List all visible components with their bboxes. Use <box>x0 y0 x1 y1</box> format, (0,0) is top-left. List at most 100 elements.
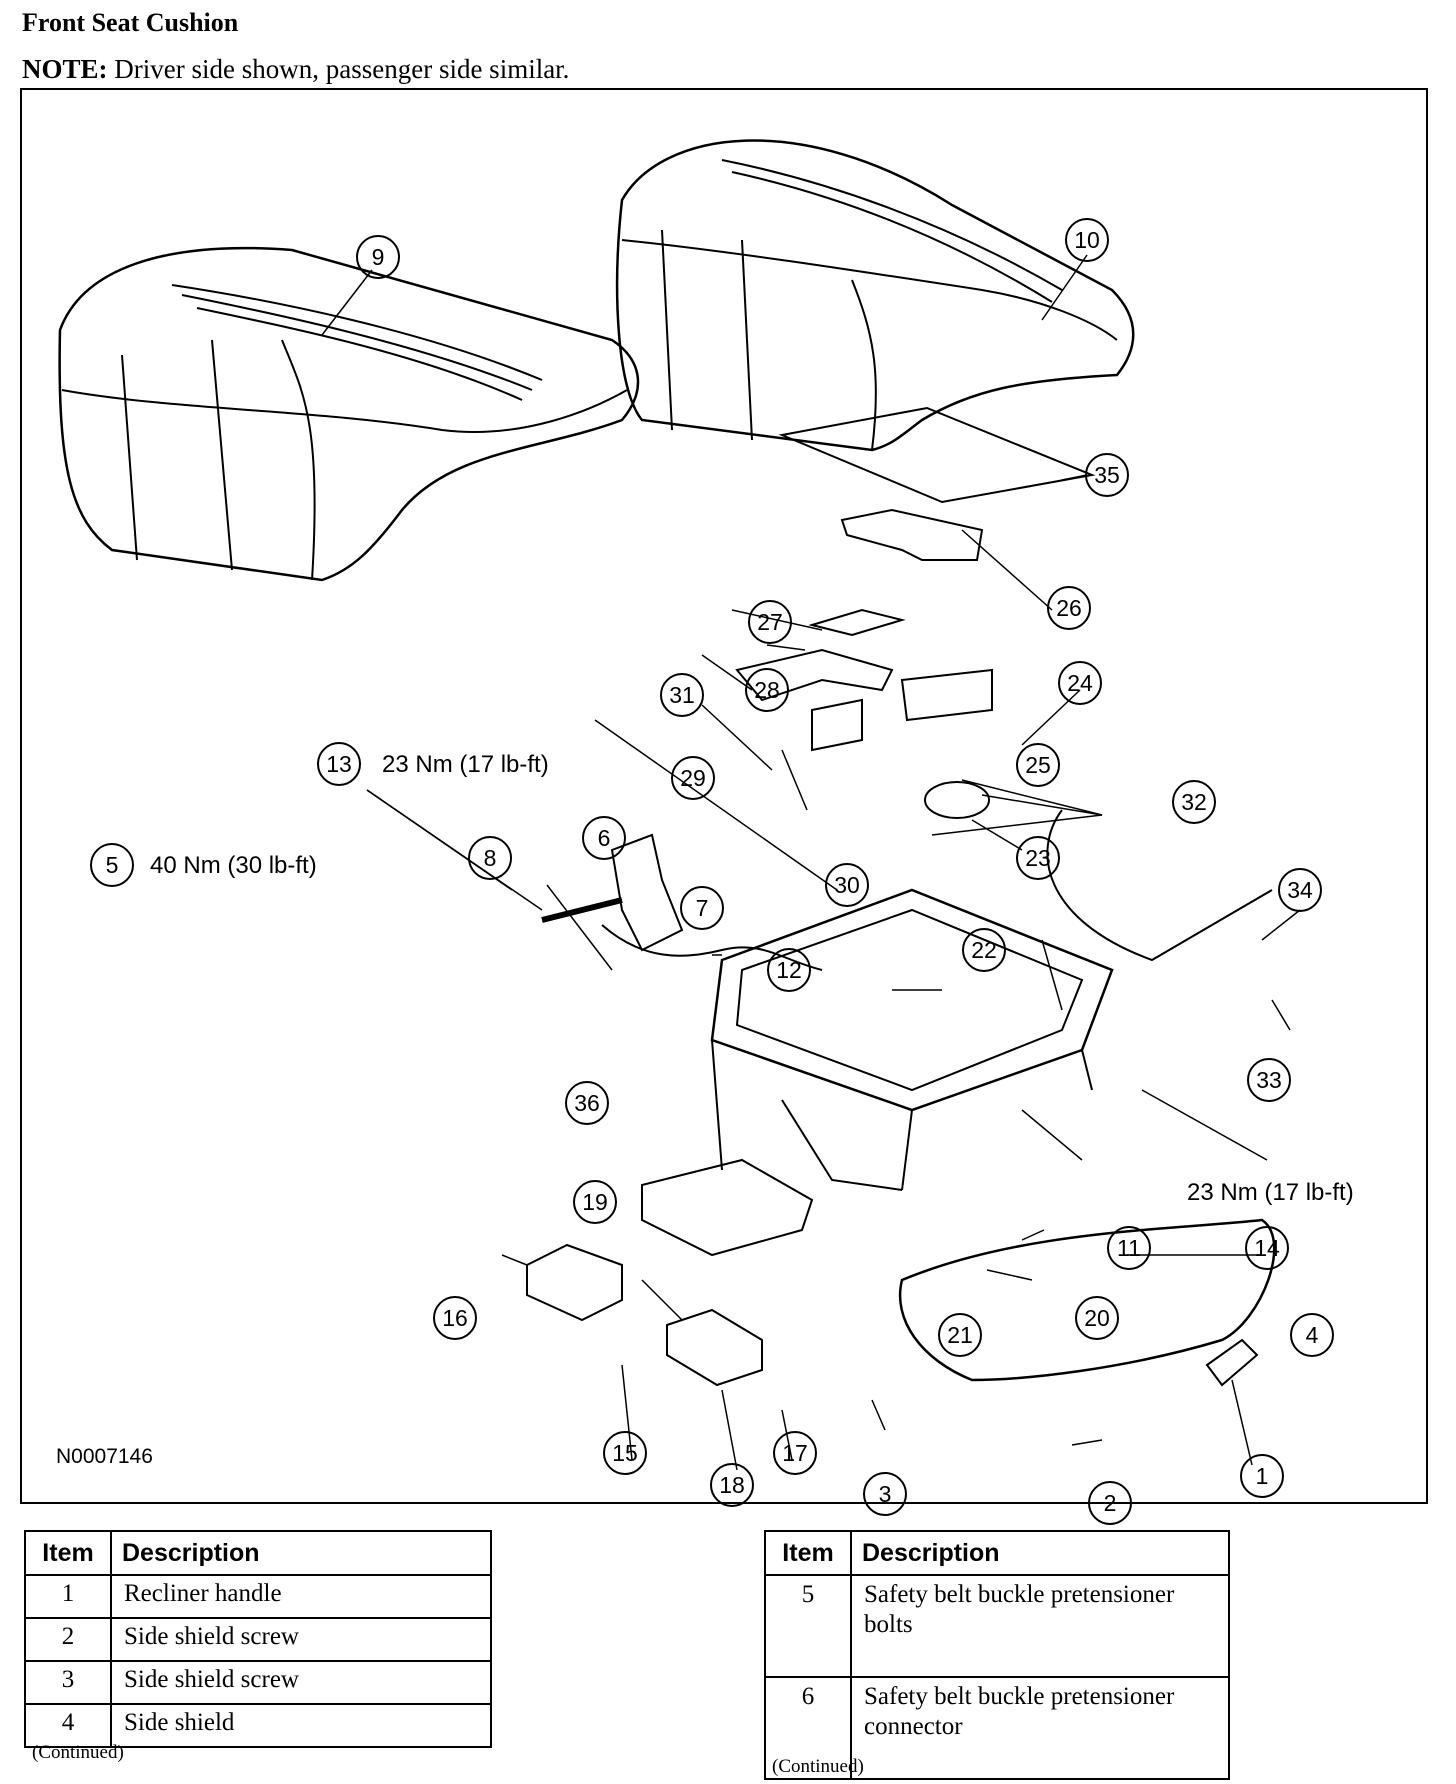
buckle-part-8 <box>610 833 684 952</box>
callout-23: 23 <box>1016 836 1060 880</box>
svg-text:28: 28 <box>754 677 780 703</box>
item-number: 6 <box>764 1676 852 1780</box>
callout-2: 2 <box>1088 1481 1132 1525</box>
callout-26: 26 <box>1047 586 1091 630</box>
exploded-diagram: 9 10 35 27 26 28 31 24 25 29 13 32 6 23 … <box>20 88 1428 1525</box>
callout-15: 15 <box>603 1431 647 1475</box>
callout-labels: 9 10 35 27 26 28 31 24 25 29 13 32 6 23 … <box>90 218 1334 1525</box>
svg-text:27: 27 <box>757 609 783 635</box>
seat-cushion-part-10 <box>615 139 1135 452</box>
pad-part-35 <box>778 406 1096 504</box>
svg-text:2: 2 <box>1104 1490 1117 1516</box>
wire-harness <box>601 924 823 971</box>
item-table-left: Item Description 1 Recliner handle 2 Sid… <box>24 1530 492 1748</box>
item-description: Side shield <box>110 1703 492 1748</box>
svg-text:9: 9 <box>372 244 385 270</box>
svg-text:22: 22 <box>971 937 997 963</box>
callout-21: 21 <box>938 1313 982 1357</box>
column-header-description: Description <box>110 1530 492 1576</box>
item-description: Side shield screw <box>110 1660 492 1705</box>
module-part-18 <box>666 1308 763 1387</box>
svg-text:35: 35 <box>1094 462 1120 488</box>
callout-27: 27 <box>748 600 792 644</box>
pad-part-28 <box>808 608 906 637</box>
callout-8: 8 <box>468 836 512 880</box>
svg-text:5: 5 <box>106 852 119 878</box>
continued-note-left: (Continued) <box>32 1742 124 1763</box>
callout-32: 32 <box>1172 780 1216 824</box>
torque-14: 23 Nm (17 lb-ft) <box>1187 1179 1354 1206</box>
seat-cushion-part-9 <box>58 246 640 582</box>
item-number: 5 <box>764 1574 852 1678</box>
svg-text:7: 7 <box>696 895 709 921</box>
item-number: 4 <box>24 1703 112 1748</box>
bolt-part-5 <box>541 897 623 923</box>
callout-24: 24 <box>1058 661 1102 705</box>
page-title: Front Seat Cushion <box>22 8 239 37</box>
callout-34: 34 <box>1278 868 1322 912</box>
table-row: 2 Side shield screw <box>24 1617 492 1662</box>
svg-text:18: 18 <box>719 1472 745 1498</box>
callout-30: 30 <box>825 863 869 907</box>
table-row: 5 Safety belt buckle pretensioner bolts <box>764 1574 1230 1678</box>
svg-text:25: 25 <box>1025 752 1051 778</box>
callout-11: 11 <box>1107 1226 1151 1270</box>
svg-text:23: 23 <box>1025 845 1051 871</box>
continued-note-right: (Continued) <box>772 1756 864 1777</box>
seat-frame-part-36 <box>710 888 1114 1191</box>
duct-part-31 <box>735 648 894 702</box>
svg-text:19: 19 <box>582 1189 608 1215</box>
callout-35: 35 <box>1085 453 1129 497</box>
item-number: 3 <box>24 1660 112 1705</box>
handle-part-1 <box>1205 1338 1259 1387</box>
svg-text:11: 11 <box>1117 1235 1141 1261</box>
callout-13: 13 <box>317 742 361 786</box>
item-description: Safety belt buckle pretensioner connecto… <box>850 1676 1230 1780</box>
callout-36: 36 <box>565 1081 609 1125</box>
svg-text:34: 34 <box>1287 877 1313 903</box>
torque-labels: 23 Nm (17 lb-ft) 40 Nm (30 lb-ft) 23 Nm … <box>150 751 1354 1206</box>
note: NOTE: Driver side shown, passenger side … <box>22 54 569 85</box>
figure-code: N0007146 <box>56 1445 153 1468</box>
callout-10: 10 <box>1065 218 1109 262</box>
column-header-description: Description <box>850 1530 1230 1576</box>
svg-text:3: 3 <box>879 1481 892 1507</box>
svg-text:16: 16 <box>442 1305 468 1331</box>
bracket-part-19 <box>641 1158 814 1257</box>
diagram-drawing: 9 10 35 27 26 28 31 24 25 29 13 32 6 23 … <box>58 139 1354 1525</box>
callout-33: 33 <box>1247 1058 1291 1102</box>
svg-text:32: 32 <box>1181 789 1207 815</box>
cable-part-34 <box>1046 809 1273 962</box>
callout-4: 4 <box>1290 1313 1334 1357</box>
fan-part-25 <box>900 668 993 722</box>
callout-18: 18 <box>710 1463 754 1507</box>
callout-20: 20 <box>1075 1296 1119 1340</box>
svg-text:4: 4 <box>1306 1322 1319 1348</box>
module-part-30 <box>811 698 863 752</box>
callout-7: 7 <box>680 886 724 930</box>
item-table-right: Item Description 5 Safety belt buckle pr… <box>764 1530 1230 1780</box>
bracket-part-26 <box>840 508 984 561</box>
item-number: 1 <box>24 1574 112 1619</box>
svg-text:14: 14 <box>1254 1235 1280 1261</box>
callout-25: 25 <box>1016 743 1060 787</box>
callout-12: 12 <box>767 948 811 992</box>
svg-text:17: 17 <box>782 1440 808 1466</box>
table-row: 4 Side shield <box>24 1703 492 1748</box>
svg-text:24: 24 <box>1067 670 1093 696</box>
side-shield-part-4 <box>898 1218 1276 1382</box>
svg-text:13: 13 <box>326 751 352 777</box>
svg-text:29: 29 <box>680 765 706 791</box>
svg-text:10: 10 <box>1074 227 1100 253</box>
svg-text:15: 15 <box>612 1440 638 1466</box>
item-description: Recliner handle <box>110 1574 492 1619</box>
column-header-item: Item <box>24 1530 112 1576</box>
svg-text:6: 6 <box>598 825 611 851</box>
callout-1: 1 <box>1240 1454 1284 1498</box>
column-header-item: Item <box>764 1530 852 1576</box>
svg-text:31: 31 <box>669 682 695 708</box>
callout-6: 6 <box>582 816 626 860</box>
svg-text:1: 1 <box>1256 1463 1269 1489</box>
torque-5: 40 Nm (30 lb-ft) <box>150 852 317 879</box>
callout-3: 3 <box>863 1472 907 1516</box>
